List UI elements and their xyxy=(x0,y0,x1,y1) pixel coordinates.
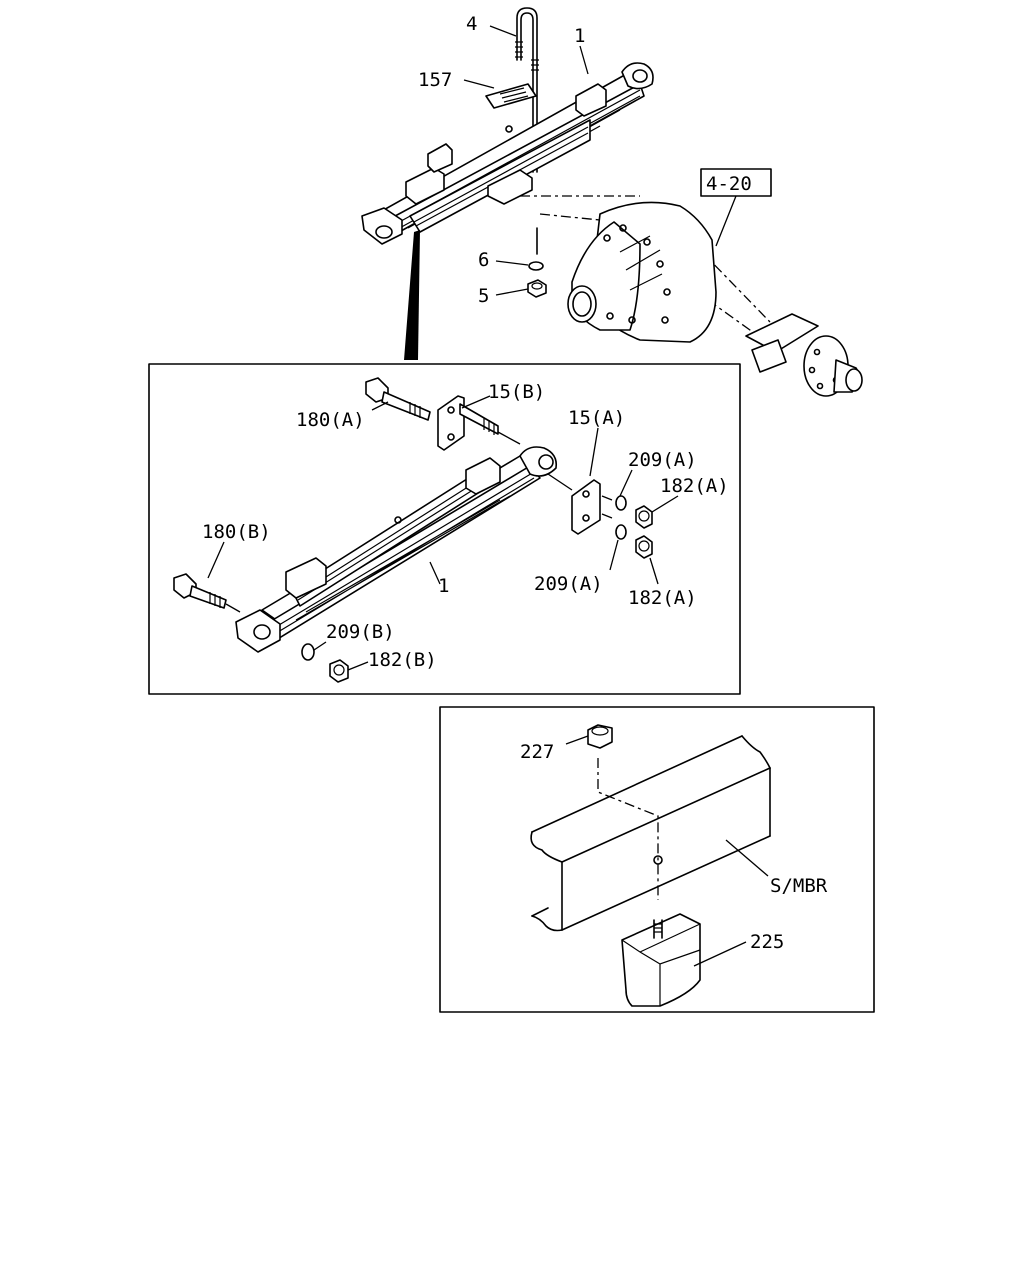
spring-detail-drawing xyxy=(173,377,653,683)
detail-pointer xyxy=(404,230,420,360)
u-bolt xyxy=(515,7,539,173)
leaf-spring-stack xyxy=(361,62,654,245)
leaf-spring-assembly-overview xyxy=(361,7,863,397)
label-nut-227: 227 xyxy=(520,741,554,763)
label-shackle-a: 15(A) xyxy=(568,407,625,429)
label-side-member: S/MBR xyxy=(770,875,828,897)
label-shackle-b: 15(B) xyxy=(488,381,545,403)
detail-panel-bumper xyxy=(439,706,875,1013)
label-bumper-225: 225 xyxy=(750,931,784,953)
nut-182a-bottom xyxy=(635,535,653,559)
label-axle-ref: 4-20 xyxy=(706,173,752,195)
nut-182b xyxy=(329,659,349,683)
nut-182a-top xyxy=(635,505,653,529)
detail-panel-spring xyxy=(148,363,741,695)
label-washer-6: 6 xyxy=(478,249,489,271)
washer-209b xyxy=(301,643,315,661)
side-member-drawing xyxy=(530,724,771,1007)
label-u-bolt: 4 xyxy=(466,13,477,35)
label-washer-209a-top: 209(A) xyxy=(628,449,697,471)
label-nut-182b: 182(B) xyxy=(368,649,437,671)
label-washer-209b: 209(B) xyxy=(326,621,395,643)
label-leaf-spring-detail: 1 xyxy=(438,575,449,597)
washer-209a-top xyxy=(615,495,627,511)
label-bolt-180b: 180(B) xyxy=(202,521,271,543)
label-nut-182a-top: 182(A) xyxy=(660,475,729,497)
label-nut-5: 5 xyxy=(478,285,489,307)
label-bolt-180a: 180(A) xyxy=(296,409,365,431)
axle-housing xyxy=(520,195,863,397)
label-washer-209a-bottom: 209(A) xyxy=(534,573,603,595)
label-nut-182a-bottom: 182(A) xyxy=(628,587,697,609)
washer-6 xyxy=(528,261,544,271)
nut-227 xyxy=(587,724,613,749)
label-leaf-spring-top: 1 xyxy=(574,25,585,47)
label-plate: 157 xyxy=(418,69,452,91)
washer-209a-bottom xyxy=(615,524,627,540)
